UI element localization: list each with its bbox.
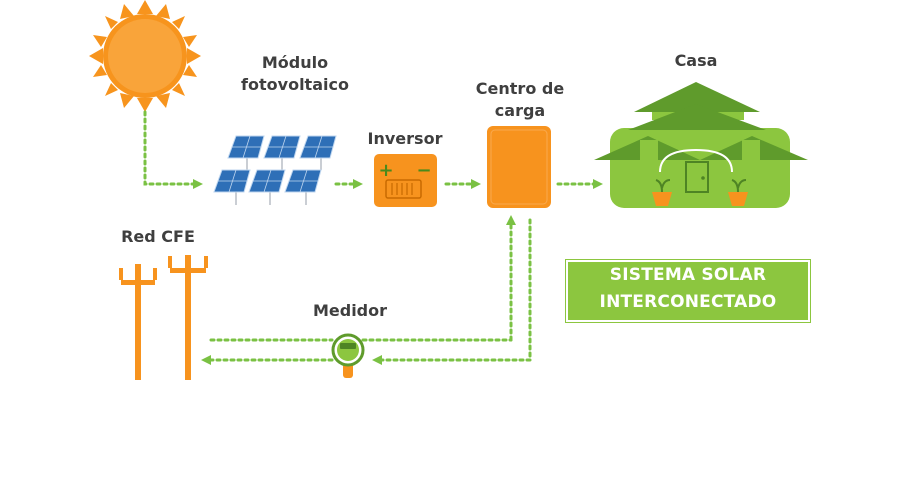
label-centro-line2: carga: [494, 101, 546, 120]
label-casa: Casa: [674, 51, 718, 70]
house-icon: [594, 82, 808, 208]
solar-panels-icon: [213, 135, 337, 205]
label-modulo-line2: fotovoltaico: [241, 75, 349, 94]
label-inversor: Inversor: [367, 129, 443, 148]
label-red: Red CFE: [121, 227, 195, 246]
label-centro-line1: Centro de: [475, 79, 565, 98]
load-center-icon: [487, 126, 551, 208]
minus-symbol: −: [416, 160, 431, 181]
inverter-icon: + −: [374, 154, 437, 207]
sun-icon: [89, 0, 201, 112]
utility-poles-icon: [119, 255, 208, 380]
plus-symbol: +: [378, 160, 393, 181]
banner-line2: INTERCONECTADO: [599, 292, 777, 312]
label-medidor: Medidor: [312, 301, 388, 320]
label-modulo-line1: Módulo: [261, 53, 329, 72]
label-modulo: Módulo fotovoltaico: [220, 52, 370, 96]
label-centro: Centro de carga: [455, 78, 585, 122]
title-banner: SISTEMA SOLAR INTERCONECTADO: [566, 260, 810, 322]
banner-line1: SISTEMA SOLAR: [609, 265, 767, 285]
meter-icon: [331, 333, 365, 378]
connector-lines: [143, 110, 603, 365]
